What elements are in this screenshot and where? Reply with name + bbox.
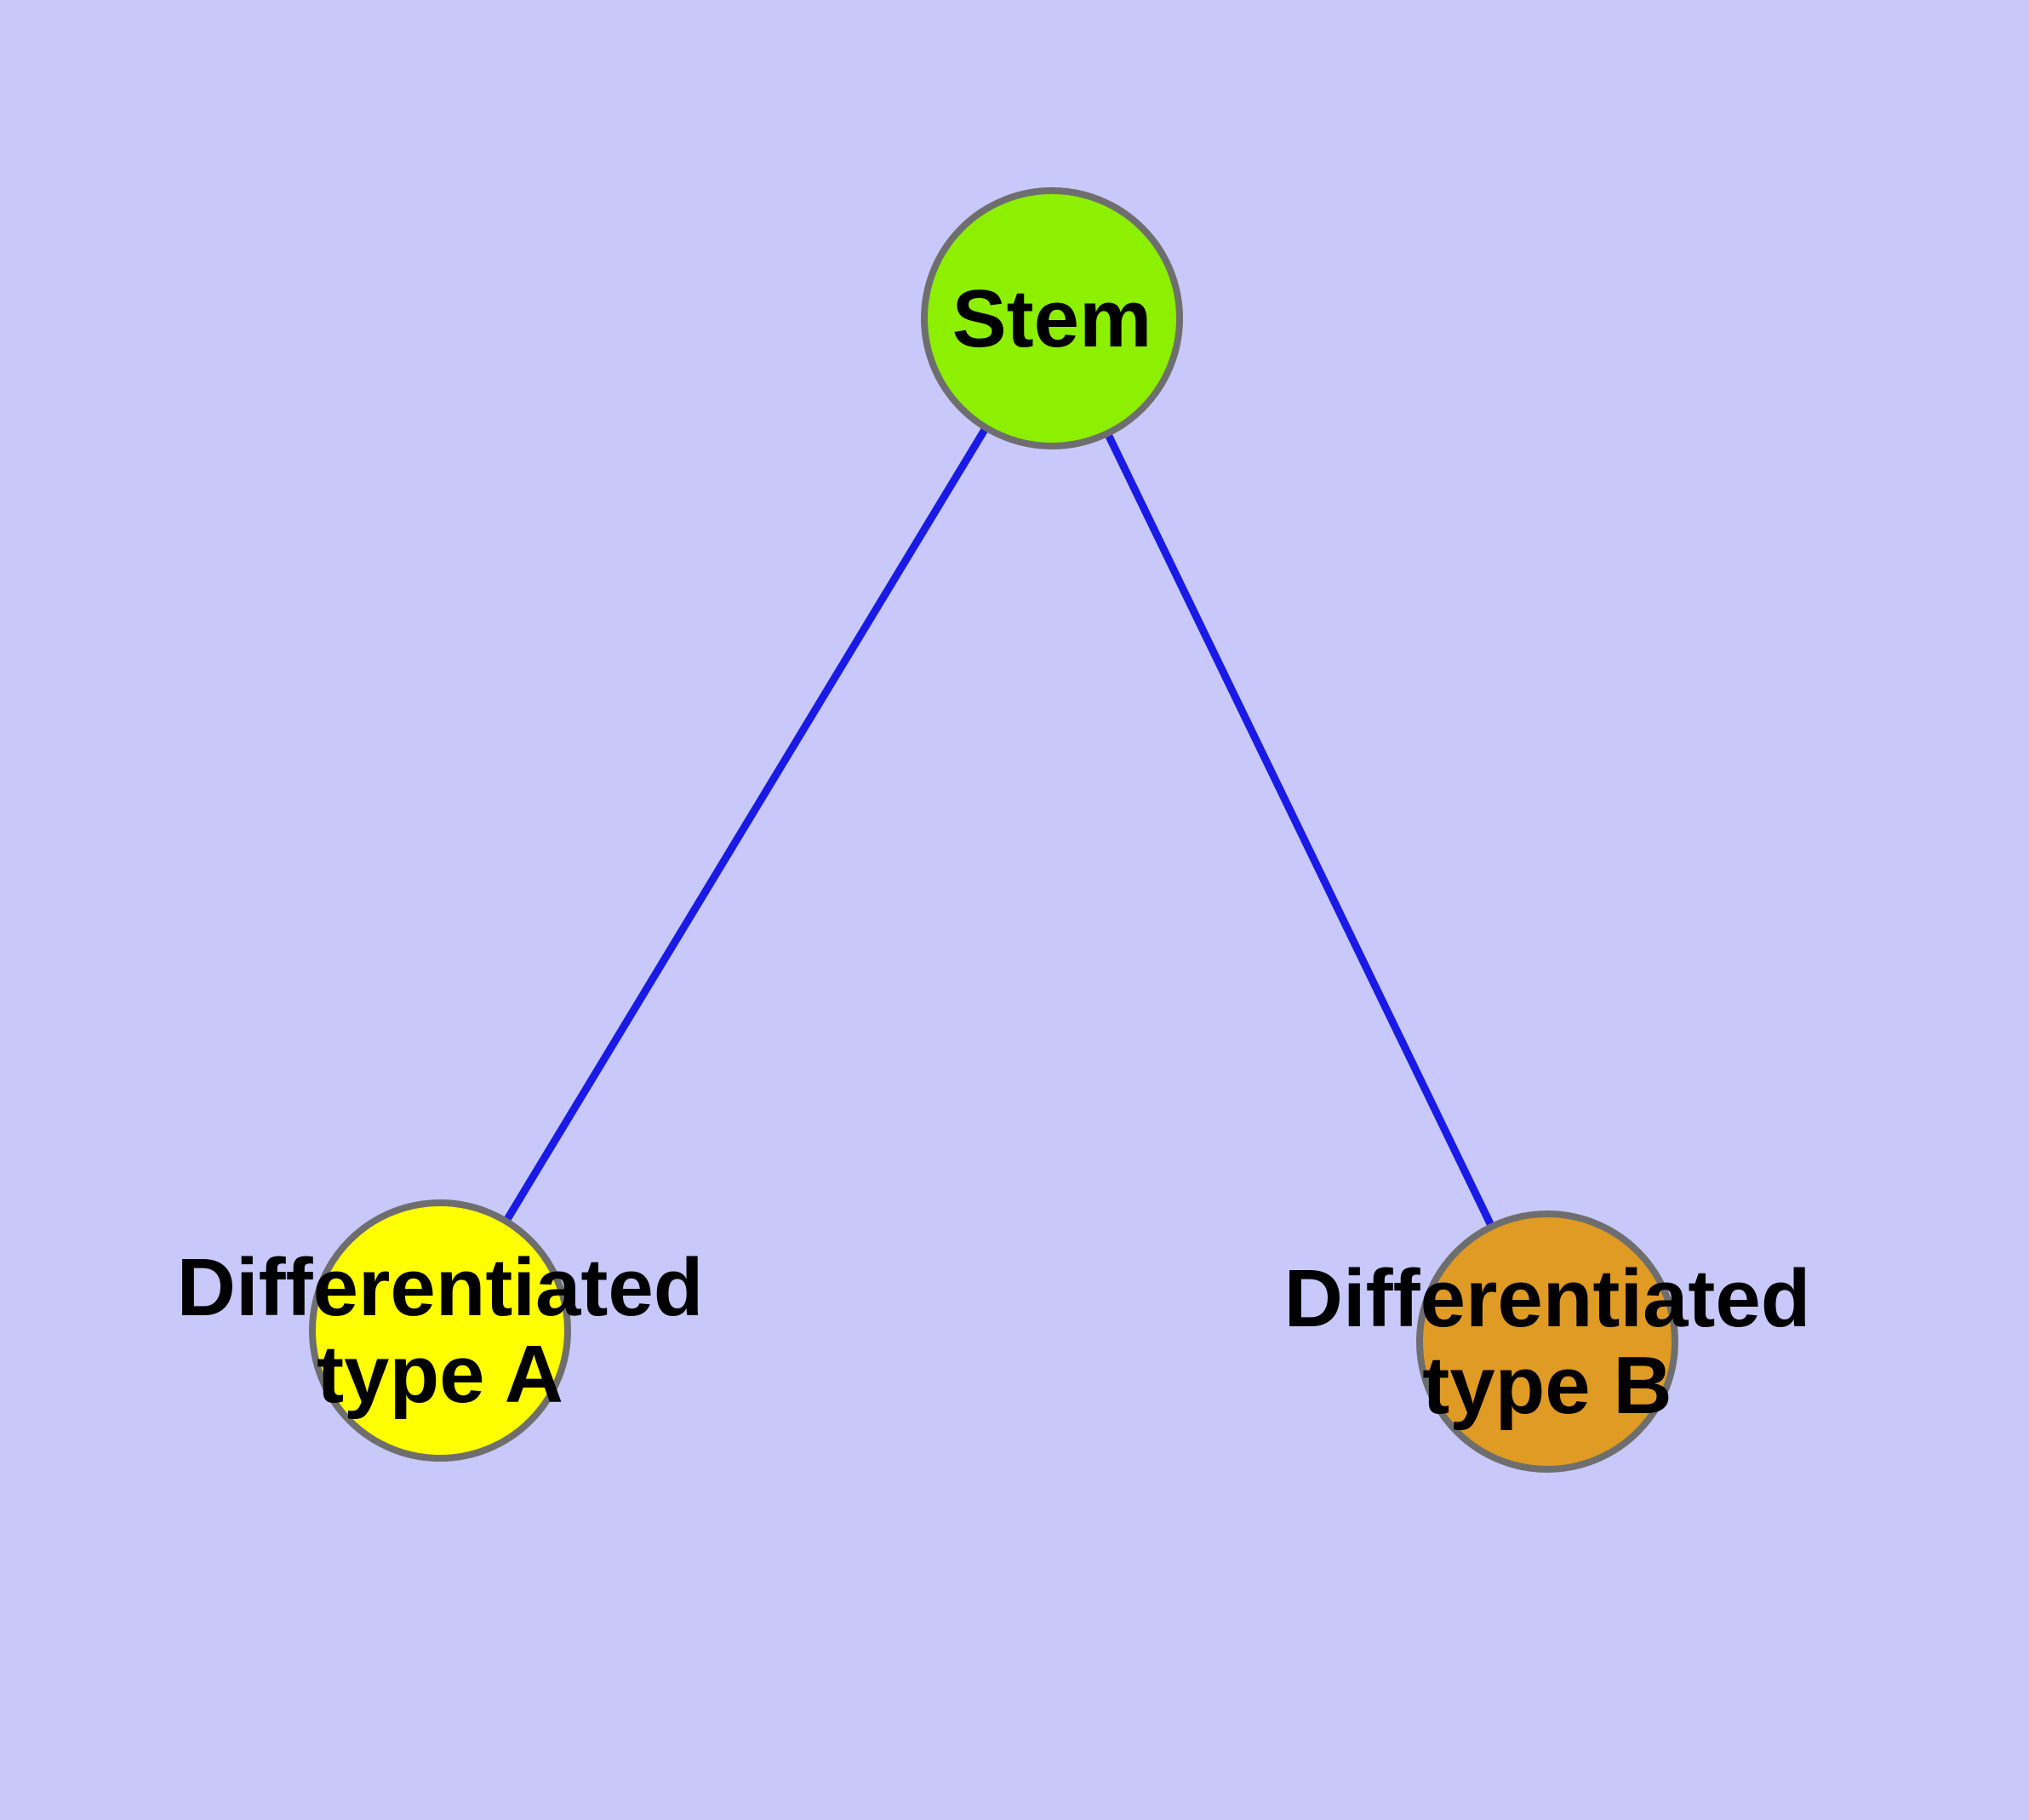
node-label-line: type A (317, 1328, 563, 1419)
node-label-line: Stem (952, 273, 1152, 364)
edge-stem-diff-b[interactable] (1104, 432, 1495, 1228)
node-diff_a[interactable] (309, 1199, 571, 1462)
node-label-line: type B (1422, 1339, 1672, 1430)
node-diff_b[interactable] (1416, 1210, 1678, 1473)
node-label-line: Differentiated (177, 1242, 704, 1333)
edge-layer (502, 426, 1495, 1228)
node-layer (309, 187, 1678, 1473)
node-label-line: Differentiated (1284, 1253, 1811, 1344)
edge-stem-diff-a[interactable] (502, 426, 990, 1223)
node-label-stem: Stem (952, 273, 1152, 364)
node-stem[interactable] (921, 187, 1183, 449)
